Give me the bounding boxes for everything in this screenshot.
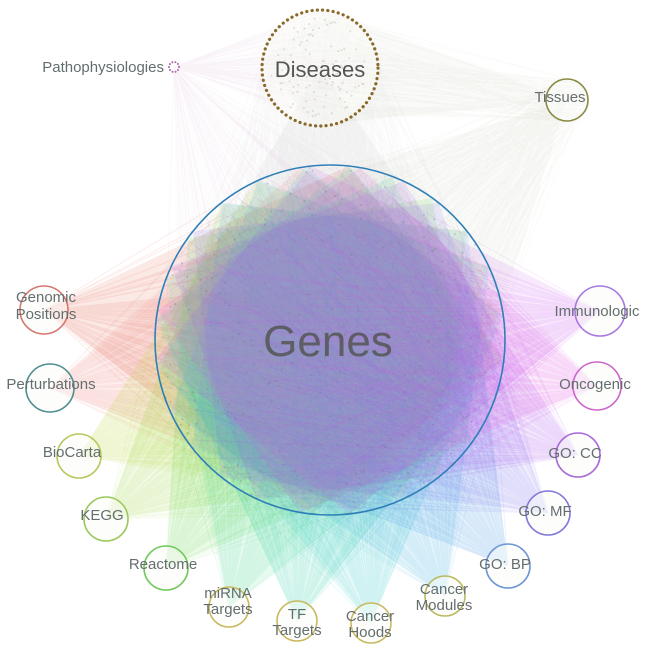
cancer-hoods-label-line1: Cancer <box>346 608 394 625</box>
biocarta-label: BioCarta <box>43 444 102 461</box>
diseases-circle[interactable] <box>260 8 380 128</box>
tf-targets-label-line2: Targets <box>272 622 321 639</box>
pathophysiologies-label: Pathophysiologies <box>42 59 164 76</box>
go-mf-circle[interactable] <box>525 490 571 536</box>
node-immunologic[interactable]: Immunologic <box>554 285 640 337</box>
cancer-modules-label-line1: Cancer <box>420 581 468 598</box>
node-go-bp[interactable]: GO: BP <box>479 543 531 589</box>
mirna-targets-label-line2: Targets <box>203 601 252 618</box>
go-bp-label: GO: BP <box>479 556 531 573</box>
diseases-label: Diseases <box>275 57 365 82</box>
node-tf-targets[interactable]: TF Targets <box>272 600 322 642</box>
node-go-mf[interactable]: GO: MF <box>518 490 572 536</box>
node-go-cc[interactable]: GO: CC <box>548 432 602 478</box>
mirna-targets-label-line1: miRNA <box>204 585 252 602</box>
node-cancer-modules[interactable]: Cancer Modules <box>416 575 473 617</box>
node-tissues[interactable]: Tissues <box>534 78 589 122</box>
genes-label: Genes <box>263 317 393 366</box>
cancer-modules-label-line2: Modules <box>416 597 473 614</box>
node-genomic-positions[interactable]: Genomic Positions <box>16 285 77 335</box>
tf-targets-label-line1: TF <box>288 606 306 623</box>
node-biocarta[interactable]: BioCarta <box>43 433 102 479</box>
genes-circle[interactable] <box>154 164 506 516</box>
edge-beams <box>43 9 601 624</box>
genomic-positions-circle[interactable] <box>19 285 69 335</box>
go-cc-circle[interactable] <box>555 432 601 478</box>
go-bp-circle[interactable] <box>485 543 531 589</box>
node-diseases[interactable]: Diseases <box>260 8 380 128</box>
perturbations-label: Perturbations <box>6 376 95 393</box>
go-cc-label: GO: CC <box>548 445 602 462</box>
node-reactome[interactable]: Reactome <box>129 545 197 591</box>
node-perturbations[interactable]: Perturbations <box>6 363 96 413</box>
tf-targets-circle[interactable] <box>276 600 318 642</box>
oncogenic-label: Oncogenic <box>559 376 631 393</box>
reactome-circle[interactable] <box>143 545 189 591</box>
biocarta-circle[interactable] <box>56 433 102 479</box>
cancer-modules-circle[interactable] <box>424 575 466 617</box>
oncogenic-circle[interactable] <box>572 361 622 411</box>
kegg-circle[interactable] <box>83 496 129 542</box>
node-kegg[interactable]: KEGG <box>80 496 129 542</box>
node-genes[interactable] <box>154 164 506 516</box>
kegg-label: KEGG <box>80 507 123 524</box>
node-pathophysiologies[interactable]: Pathophysiologies <box>42 59 180 76</box>
immunologic-circle[interactable] <box>574 285 626 337</box>
scatter-dots <box>162 17 501 514</box>
node-oncogenic[interactable]: Oncogenic <box>559 361 631 411</box>
mirna-targets-circle[interactable] <box>208 586 250 628</box>
reactome-label: Reactome <box>129 556 197 573</box>
tissues-label: Tissues <box>534 89 585 106</box>
node-mirna-targets[interactable]: miRNA Targets <box>203 585 253 628</box>
go-mf-label: GO: MF <box>518 503 571 520</box>
node-cancer-hoods[interactable]: Cancer Hoods <box>346 602 394 644</box>
tissues-circle[interactable] <box>545 78 589 122</box>
pathophysiologies-circle[interactable] <box>168 61 180 73</box>
perturbations-circle[interactable] <box>25 363 75 413</box>
genomic-positions-label-line1: Genomic <box>16 289 77 306</box>
genomic-positions-label-line2: Positions <box>16 306 77 323</box>
immunologic-label: Immunologic <box>554 303 640 320</box>
cancer-hoods-label-line2: Hoods <box>348 624 391 641</box>
cancer-hoods-circle[interactable] <box>350 602 392 644</box>
